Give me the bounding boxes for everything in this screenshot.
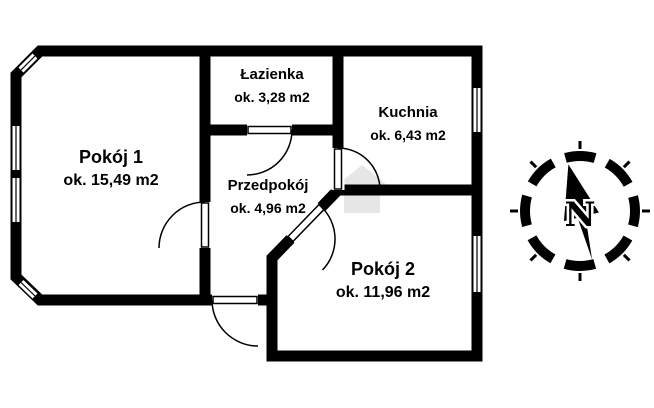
door-leaf <box>200 202 210 248</box>
door-pokoj1 <box>158 201 212 249</box>
room-area: ok. 6,43 m2 <box>370 127 446 143</box>
window-corner-bottom <box>18 279 38 299</box>
door-leaf <box>212 295 258 305</box>
door-kuchnia <box>331 147 381 191</box>
room-name: Pokój 1 <box>78 147 144 167</box>
door-lazienka <box>246 123 293 176</box>
room-area: ok. 3,28 m2 <box>234 89 310 105</box>
windows <box>12 53 481 299</box>
north-label: N <box>564 195 595 235</box>
door-arc <box>320 206 336 271</box>
doors <box>158 123 381 347</box>
room-pokoj-1-label: Pokój 1 ok. 15,49 m2 <box>63 146 158 192</box>
door-entrance <box>211 293 259 347</box>
door-arc <box>337 147 381 191</box>
room-name: Kuchnia <box>378 104 438 121</box>
room-pokoj-2-label: Pokój 2 ok. 11,96 m2 <box>336 258 430 304</box>
room-area: ok. 4,96 m2 <box>230 200 306 216</box>
door-arc <box>246 129 293 176</box>
door-arc <box>158 201 206 249</box>
room-kuchnia-label: Kuchnia ok. 6,43 m2 <box>370 101 446 147</box>
room-area: ok. 15,49 m2 <box>63 172 159 189</box>
room-name: Przedpokój <box>227 177 309 194</box>
compass-ticks <box>510 141 650 281</box>
compass: N <box>510 141 650 281</box>
door-arc <box>211 299 259 347</box>
door-leaf <box>333 148 343 190</box>
door-leaf <box>247 125 292 135</box>
room-name: Łazienka <box>240 66 304 83</box>
door-pokoj2 <box>285 202 336 271</box>
room-name: Pokój 2 <box>350 259 416 279</box>
room-area: ok. 11,96 m2 <box>335 284 431 301</box>
window-corner-top <box>18 53 38 73</box>
compass-needle <box>563 164 599 260</box>
room-przedpokoj-label: Przedpokój ok. 4,96 m2 <box>228 174 309 220</box>
room-lazienka-label: Łazienka ok. 3,28 m2 <box>234 63 310 109</box>
